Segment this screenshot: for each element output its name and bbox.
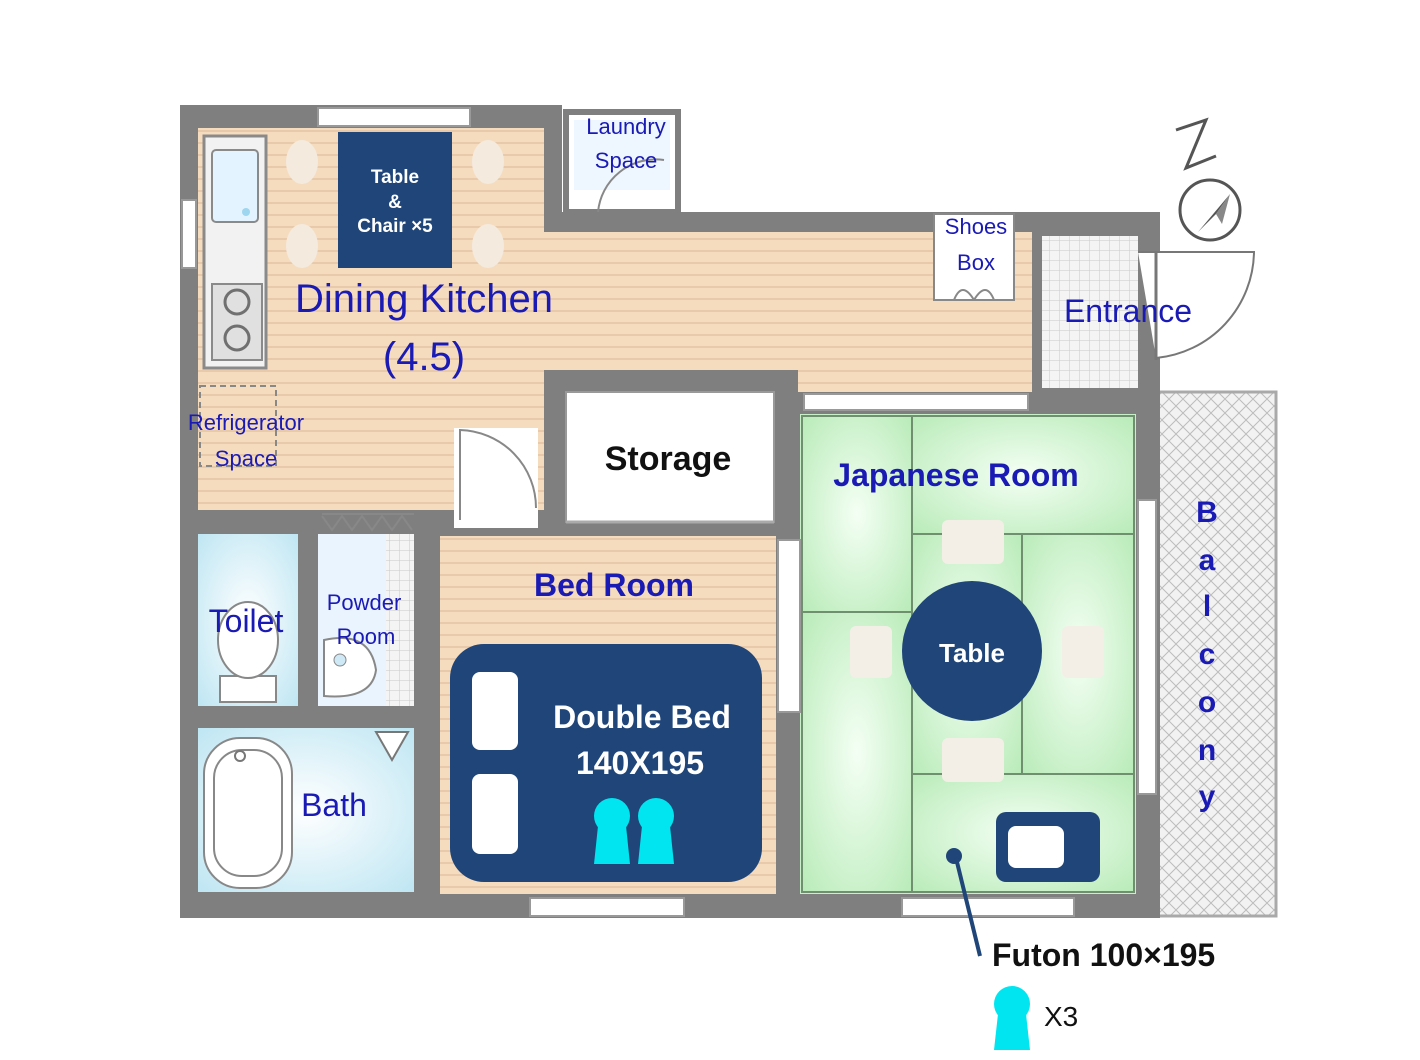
balcony-letter: B	[1196, 496, 1218, 529]
shoes-box	[933, 213, 1015, 301]
chair	[286, 140, 318, 184]
person-icon	[994, 986, 1030, 1050]
zabuton	[942, 738, 1004, 782]
bathtub	[203, 737, 293, 889]
double-bed-size-label: 140X195	[576, 745, 704, 781]
balcony-area	[1156, 390, 1278, 918]
bath-label: Bath	[301, 787, 367, 823]
dining-table-label: &	[388, 192, 402, 213]
double-bed	[450, 644, 762, 882]
dining-table	[338, 132, 452, 268]
balcony-letter: n	[1198, 734, 1216, 767]
bed-room-label: Bed Room	[534, 567, 694, 603]
entrance-label: Entrance	[1064, 293, 1192, 329]
balcony-letter: o	[1198, 686, 1216, 719]
dining-table-label: Table	[371, 167, 419, 188]
round-table-label: Table	[939, 638, 1005, 668]
kitchen-sink	[211, 149, 259, 223]
futon-count-label: X3	[1044, 1001, 1078, 1032]
storage-label: Storage	[605, 440, 732, 478]
double-bed-label: Double Bed	[553, 699, 731, 735]
balcony-letter: l	[1203, 590, 1211, 623]
laundry-label: Laundry	[586, 114, 666, 139]
powder-room-label: Powder	[327, 590, 402, 615]
zabuton	[942, 520, 1004, 564]
north-arrow-icon	[1175, 117, 1242, 242]
japanese-room-label: Japanese Room	[833, 457, 1078, 493]
stove	[211, 283, 263, 361]
balcony-letter: c	[1199, 638, 1216, 671]
balcony-letter: a	[1199, 544, 1216, 577]
zabuton	[850, 626, 892, 678]
toilet-label: Toilet	[209, 603, 284, 639]
entrance-floor	[1042, 236, 1138, 388]
shoes-box-label: Box	[957, 250, 995, 275]
person-icon	[638, 798, 674, 864]
refrigerator-space	[199, 385, 277, 467]
chair	[286, 224, 318, 268]
round-table	[902, 581, 1042, 721]
storage	[565, 391, 775, 523]
refrigerator-label: Refrigerator	[188, 410, 304, 435]
balcony-label: B a l c o n y	[1196, 496, 1218, 813]
dining-table-label: Chair ×5	[357, 216, 433, 237]
chair	[472, 140, 504, 184]
window-marks	[181, 107, 1157, 917]
powder-room-label: Room	[337, 624, 396, 649]
refrigerator-label: Space	[215, 446, 277, 471]
balcony-letter: y	[1199, 780, 1216, 813]
futon-label: Futon 100×195	[992, 937, 1215, 973]
dining-kitchen-size-label: (4.5)	[383, 335, 465, 379]
shoes-box-label: Shoes	[945, 214, 1007, 239]
person-icon	[594, 798, 630, 864]
zabuton	[1062, 626, 1104, 678]
pillow	[472, 774, 518, 854]
dining-kitchen-label: Dining Kitchen	[295, 277, 553, 321]
pillow	[472, 672, 518, 750]
laundry-label: Space	[595, 148, 657, 173]
chair	[472, 224, 504, 268]
